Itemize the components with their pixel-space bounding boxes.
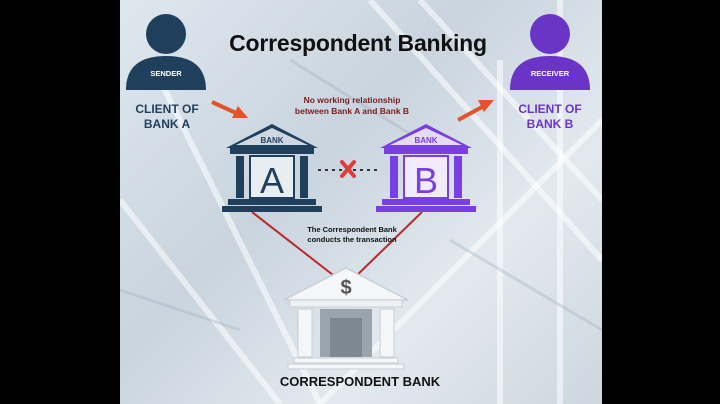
bank-a-icon: BANK A xyxy=(222,124,322,212)
sender-label: CLIENT OF BANK A xyxy=(122,102,212,132)
svg-text:BANK: BANK xyxy=(260,136,283,145)
bank-b-icon: BANK B xyxy=(376,124,476,212)
arrow-to-bank-a xyxy=(212,102,248,118)
no-relationship-note: No working relationship between Bank A a… xyxy=(292,95,412,117)
correspondent-note: The Correspondent Bank conducts the tran… xyxy=(306,225,398,245)
receiver-person-icon: RECEIVER xyxy=(510,14,590,90)
receiver-badge: RECEIVER xyxy=(531,69,570,78)
bank-a-letter: A xyxy=(260,160,284,201)
link-bank-a-correspondent xyxy=(252,212,342,282)
sender-badge: SENDER xyxy=(150,69,182,78)
svg-text:BANK: BANK xyxy=(414,136,437,145)
cross-icon xyxy=(342,162,354,176)
receiver-label: CLIENT OF BANK B xyxy=(505,102,595,132)
link-bank-b-correspondent xyxy=(350,212,422,282)
sender-person-icon: SENDER xyxy=(126,14,206,90)
correspondent-bank-icon: $ xyxy=(284,268,408,369)
dollar-icon: $ xyxy=(340,277,351,299)
bank-b-letter: B xyxy=(414,160,438,201)
correspondent-bank-caption: CORRESPONDENT BANK xyxy=(220,374,500,389)
diagram-figures: SENDER RECEIVER BANK xyxy=(120,0,602,404)
arrow-to-receiver xyxy=(458,100,494,120)
diagram-canvas: Correspondent Banking SENDER RECEIVER xyxy=(120,0,602,404)
